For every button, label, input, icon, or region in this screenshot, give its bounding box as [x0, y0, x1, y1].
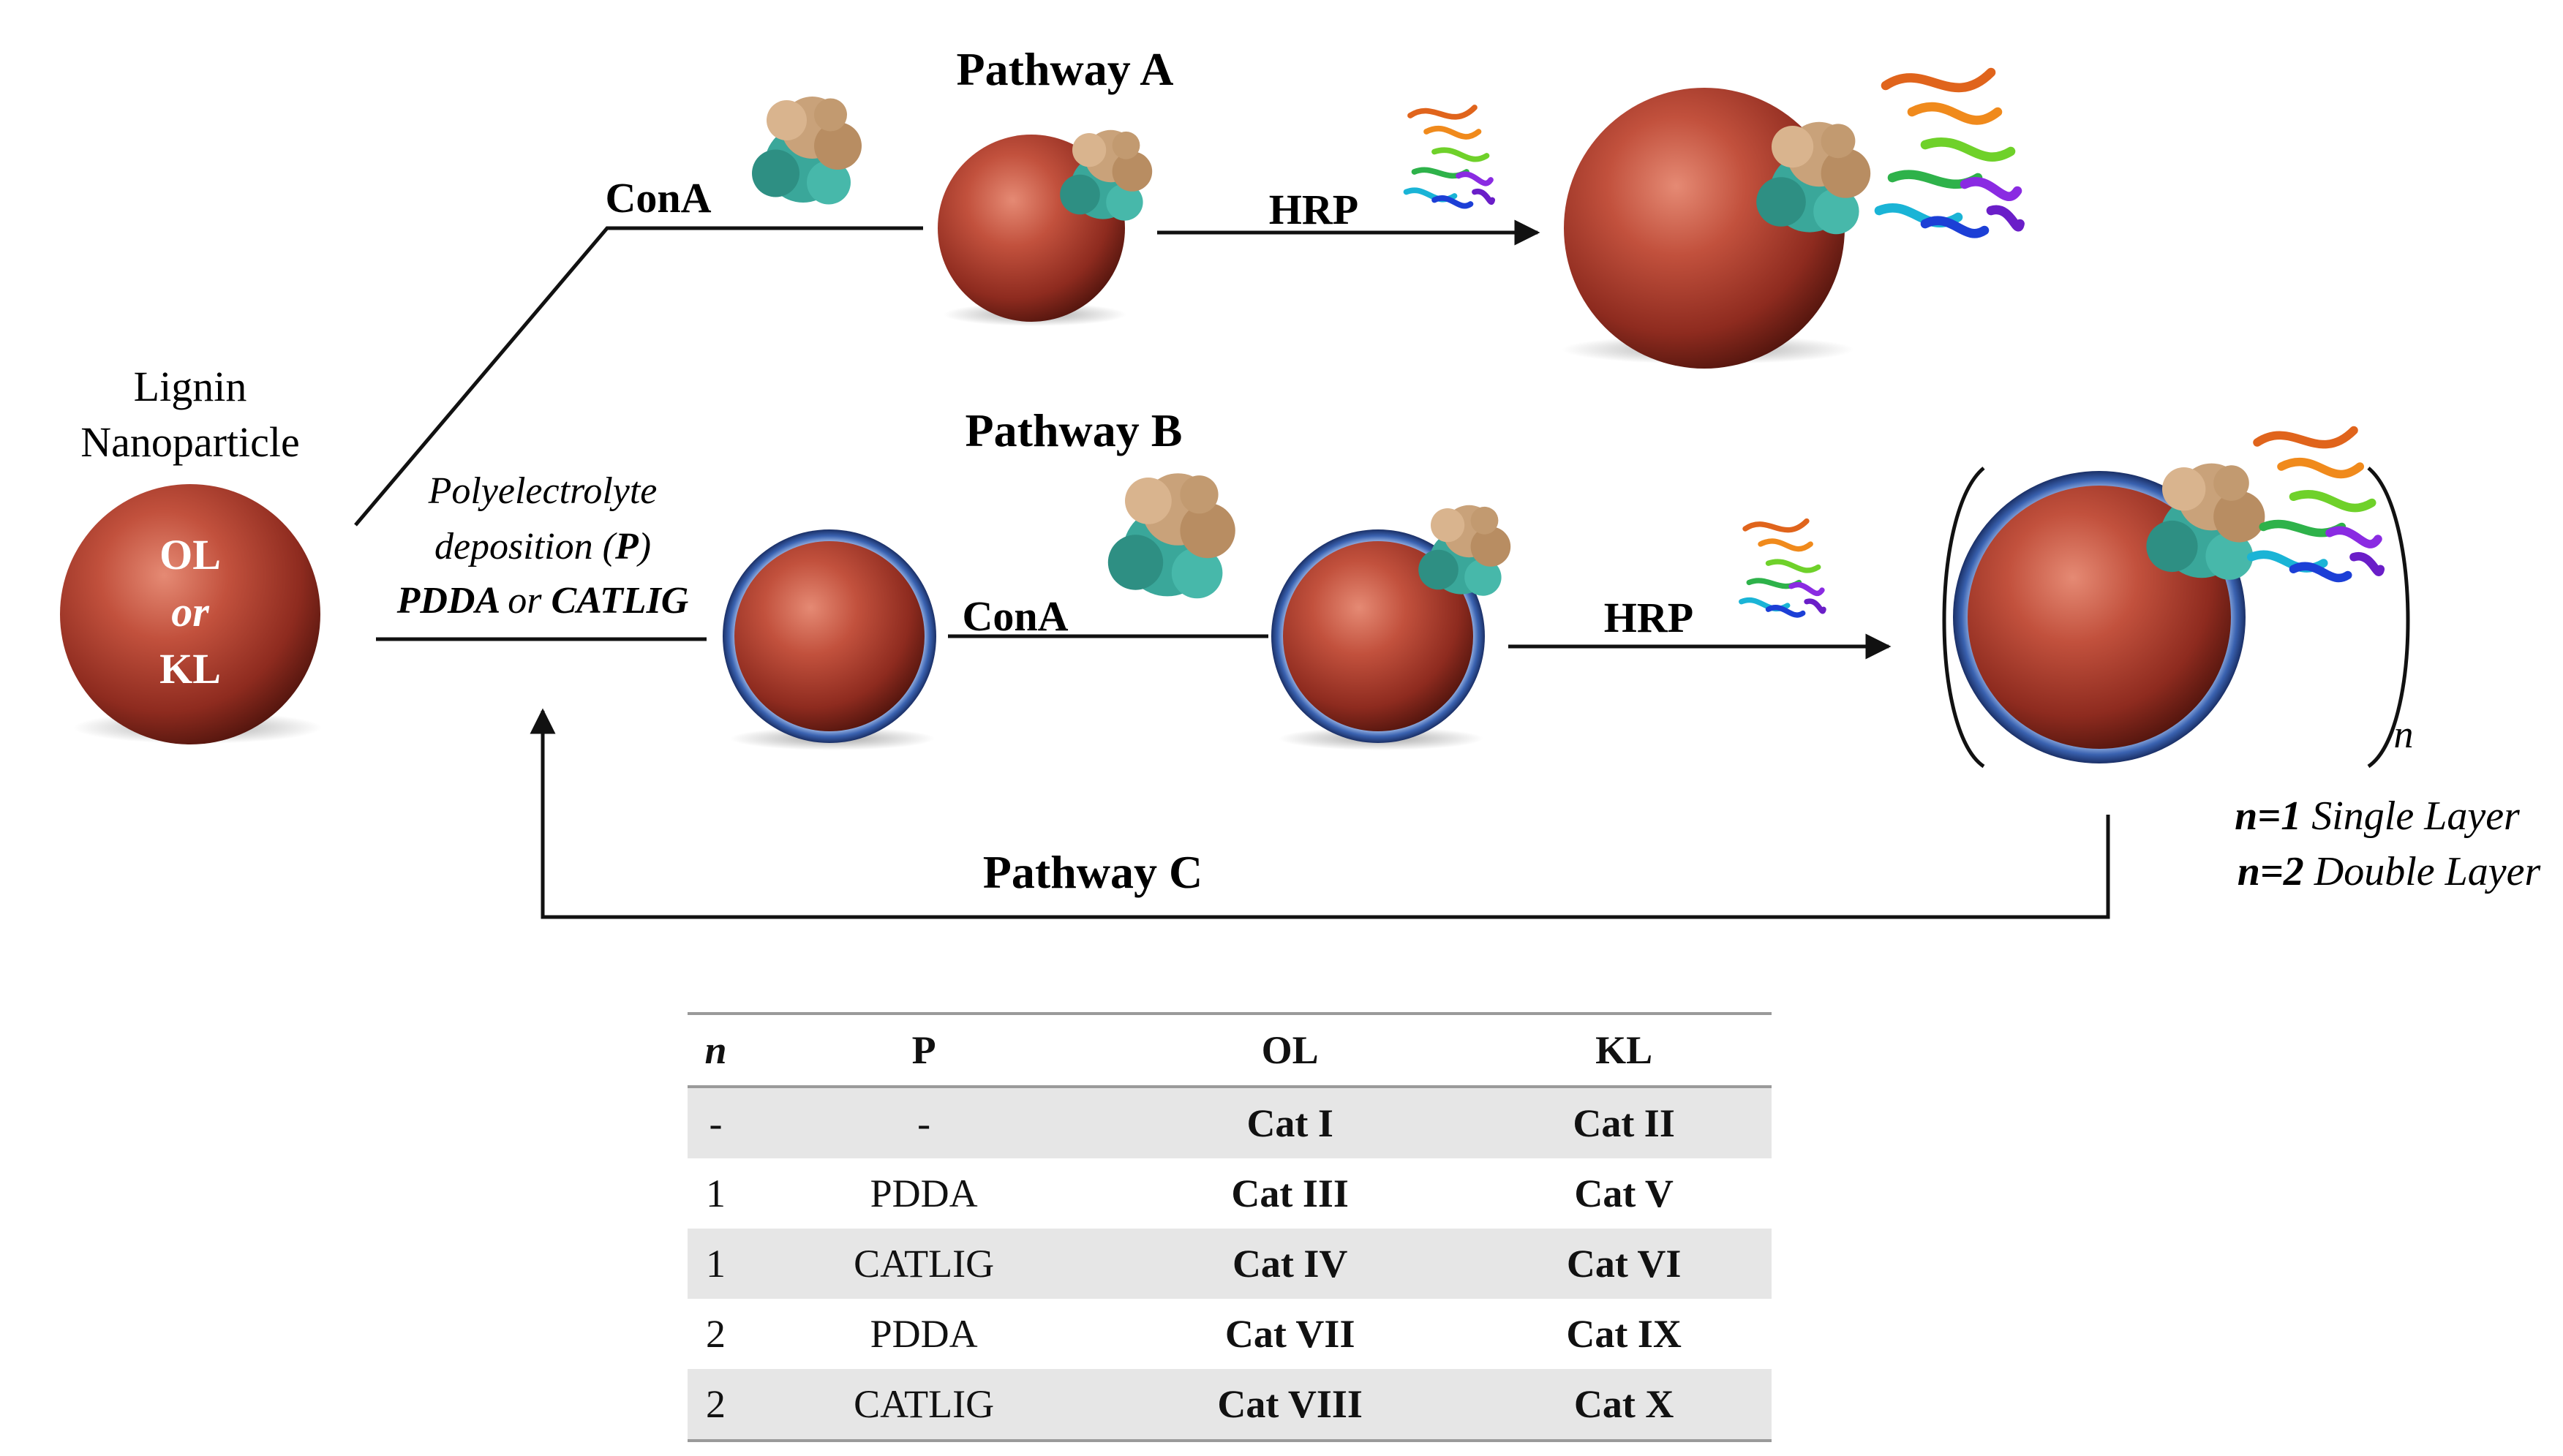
cell-n: 2	[688, 1369, 745, 1442]
hrp-label-a: HRP	[1269, 186, 1358, 233]
cell-ol: Cat IV	[1232, 1242, 1348, 1286]
table-row: 1 PDDA Cat III Cat V	[688, 1158, 1772, 1229]
cell-n: -	[709, 1101, 723, 1145]
pathway-b-label: Pathway B	[966, 404, 1183, 456]
hrp-enzyme-icon	[1407, 107, 1493, 206]
cona-protein-icon-b	[1107, 473, 1235, 599]
cell-p: CATLIG	[854, 1242, 995, 1286]
pathway-c-loop	[530, 708, 2110, 919]
deposition-line3: PDDA or CATLIG	[396, 580, 689, 622]
cell-p: PDDA	[870, 1172, 978, 1215]
col-header-ol: OL	[1104, 1012, 1477, 1088]
np-core-or: or	[171, 588, 209, 635]
double-layer-label: n=2 Double Layer	[2238, 849, 2541, 894]
cona-bound-icon-b	[1418, 505, 1511, 596]
particle-a-final	[1564, 88, 1845, 369]
cell-kl: Cat VI	[1566, 1242, 1682, 1286]
hrp-enzyme-icon-b	[1742, 521, 1824, 616]
cell-kl: Cat X	[1476, 1369, 1772, 1442]
layer-n-symbol: n	[2394, 712, 2414, 756]
cell-ol: Cat VIII	[1104, 1369, 1477, 1442]
cona-label-b: ConA	[962, 592, 1068, 640]
deposition-line1: Polyelectrolyte	[428, 470, 658, 512]
hrp-label-b: HRP	[1604, 594, 1693, 641]
cona-label-a: ConA	[605, 174, 711, 222]
layer-bracket-left	[1942, 467, 1985, 769]
cona-bound-icon	[1060, 129, 1153, 221]
hrp-bound-icon-final-a	[1879, 72, 2020, 233]
table-row: 1 CATLIG Cat IV Cat VI	[688, 1229, 1772, 1299]
cell-p: CATLIG	[744, 1369, 1104, 1442]
np-heading-line1: Lignin	[134, 363, 247, 410]
cell-kl: Cat II	[1573, 1101, 1675, 1145]
cell-ol: Cat III	[1231, 1172, 1349, 1215]
col-header-kl: KL	[1476, 1012, 1772, 1088]
cona-bound-icon-final-b	[2146, 463, 2265, 580]
cona-protein-icon	[752, 97, 862, 205]
cell-ol: Cat I	[1246, 1101, 1333, 1145]
table-row: - - Cat I Cat II	[688, 1087, 1772, 1158]
cell-kl: Cat IX	[1566, 1312, 1682, 1356]
cell-n: 2	[706, 1312, 726, 1356]
cell-n: 1	[706, 1242, 726, 1286]
lignin-nanoparticle	[60, 484, 320, 744]
cell-kl: Cat V	[1574, 1172, 1674, 1215]
catalyst-table: n P OL KL - - Cat I Cat II 1 PDDA Cat II…	[688, 1012, 1772, 1442]
table-header-row: n P OL KL	[688, 1012, 1772, 1088]
pathway-a-label: Pathway A	[957, 43, 1174, 95]
cell-n: 1	[706, 1172, 726, 1215]
layer-bracket-right	[2367, 467, 2410, 769]
deposition-line2: deposition (P)	[434, 526, 651, 567]
catalyst-table-grid: n P OL KL - - Cat I Cat II 1 PDDA Cat II…	[688, 1012, 1772, 1442]
cell-p: PDDA	[870, 1312, 978, 1356]
cell-ol: Cat VII	[1224, 1312, 1355, 1356]
pathway-c-label: Pathway C	[983, 846, 1203, 898]
col-header-n: n	[688, 1012, 745, 1088]
np-core-ol: OL	[159, 531, 221, 578]
pathway-a-connector	[354, 226, 923, 527]
cell-p: -	[917, 1101, 931, 1145]
table-row: 2 PDDA Cat VII Cat IX	[688, 1299, 1772, 1369]
np-heading-line2: Nanoparticle	[80, 418, 300, 466]
single-layer-label: n=1 Single Layer	[2235, 793, 2520, 839]
hrp-bound-icon-final-b	[2251, 431, 2381, 578]
cona-bound-icon-final-a	[1756, 121, 1871, 235]
col-header-p: P	[744, 1012, 1104, 1088]
np-core-kl: KL	[159, 645, 221, 693]
pathway-diagram: Lignin Nanoparticle OL or KL Pathway A C…	[60, 43, 2541, 919]
table-row: 2 CATLIG Cat VIII Cat X	[688, 1369, 1772, 1442]
